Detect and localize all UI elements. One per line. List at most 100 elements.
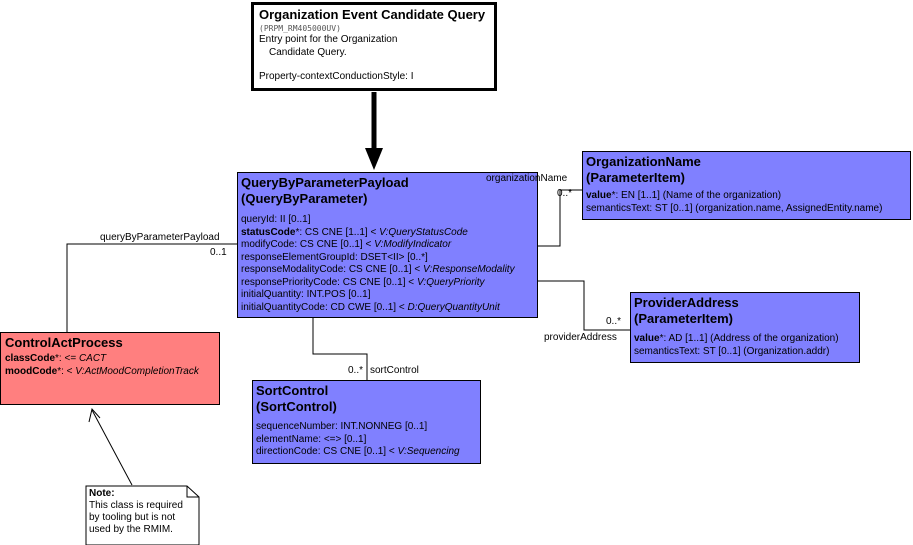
query-by-parameter-payload-class: QueryByParameterPayload (QueryByParamete…: [237, 172, 538, 318]
sort-attribute-1: elementName: <=> [0..1]: [256, 434, 477, 447]
payload-attribute-name: initialQuantityCode: [241, 301, 325, 313]
sort-title: SortControl: [256, 383, 329, 398]
sort-attribute-name: directionCode: [256, 446, 318, 457]
payload-title: QueryByParameterPayload: [241, 175, 409, 190]
payload-attribute-vocab: V:QueryPriority: [416, 276, 485, 288]
sort-attribute-type: : INT.NONNEG [0..1]: [334, 421, 428, 432]
provider-attribute-0: value*: AD [1..1] (Address of the organi…: [634, 333, 856, 346]
payload-attribute-vocab: V:QueryStatusCode: [379, 226, 468, 238]
provider-address-class: ProviderAddress (ParameterItem) value*: …: [630, 292, 860, 363]
qbpp-multiplicity: 0..1: [210, 247, 227, 258]
note-fold: [186, 486, 199, 498]
cap-attribute-vocab: V:ActMoodCompletionTrack: [75, 365, 199, 377]
note-line-3: used by the RMIM.: [89, 524, 173, 535]
org-name-attribute-type: *: EN [1..1] (Name of the organization): [611, 190, 782, 201]
payload-subtitle: (QueryByParameter): [241, 191, 368, 206]
entry-arrow-head: [365, 148, 383, 170]
note: Note: This class is required by tooling …: [89, 488, 194, 536]
organization-name-multiplicity: 0..*: [557, 188, 573, 199]
sort-attribute-type: : <=> [0..1]: [318, 433, 367, 445]
organization-name-label: organizationName: [486, 173, 568, 184]
payload-attribute-type: : CS CNE [0..1] <: [343, 264, 424, 275]
provider-attribute-type: *: AD [1..1] (Address of the organizatio…: [659, 333, 839, 344]
organization-name-class: OrganizationName (ParameterItem) value*:…: [582, 151, 911, 220]
payload-attribute-type: *: CS CNE [1..1] <: [295, 226, 380, 238]
sort-control-multiplicity: 0..*: [348, 365, 364, 376]
cap-attribute-vocab: CACT: [78, 353, 107, 364]
org-name-subtitle: (ParameterItem): [586, 170, 685, 185]
payload-attribute-6: initialQuantity: INT.POS [0..1]: [241, 289, 534, 302]
payload-attribute-type: : DSET<II> [0..*]: [354, 251, 428, 263]
provider-address-multiplicity: 0..*: [606, 316, 622, 327]
payload-attribute-type: : II [0..1]: [274, 214, 311, 225]
org-name-attribute-type: : ST [0..1] (organization.name, Assigned…: [649, 202, 883, 214]
note-arrow-head: [88, 407, 101, 423]
payload-attribute-name: responseModalityCode: [241, 264, 344, 275]
sort-attribute-type: : CS CNE [0..1] <: [317, 446, 398, 457]
provider-address-label: providerAddress: [544, 332, 617, 343]
qbpp-label: queryByParameterPayload: [100, 232, 220, 243]
provider-address-link: [538, 280, 630, 331]
org-name-attribute-name: semanticsText: [586, 202, 650, 214]
provider-attribute-name: semanticsText: [634, 345, 698, 357]
sort-attribute-0: sequenceNumber: INT.NONNEG [0..1]: [256, 421, 477, 434]
payload-attribute-name: modifyCode: [241, 239, 295, 250]
note-shape: [85, 485, 200, 545]
org-name-title: OrganizationName: [586, 154, 701, 169]
cap-title: ControlActProcess: [5, 335, 123, 350]
sort-control-link: [312, 318, 368, 380]
organization-name-link: [538, 189, 582, 247]
payload-attribute-name: responseElementGroupId: [241, 251, 355, 263]
entry-code: (PRPM_RM405000UV): [259, 24, 341, 33]
payload-attributes: queryId: II [0..1]statusCode*: CS CNE [1…: [241, 214, 534, 314]
provider-attribute-name: value: [634, 333, 660, 344]
org-name-attributes: value*: EN [1..1] (Name of the organizat…: [586, 190, 907, 215]
sort-subtitle: (SortControl): [256, 399, 337, 414]
cap-attribute-0: classCode*: <= CACT: [5, 353, 215, 366]
payload-attribute-vocab: V:ResponseModality: [423, 264, 515, 275]
provider-subtitle: (ParameterItem): [634, 311, 733, 326]
payload-attribute-0: queryId: II [0..1]: [241, 214, 534, 227]
payload-attribute-type: : CD CWE [0..1] <: [324, 301, 408, 313]
payload-attribute-type: : CS CNE [0..1] <: [294, 239, 375, 250]
org-name-attribute-0: value*: EN [1..1] (Name of the organizat…: [586, 190, 907, 203]
cap-attribute-name: classCode: [5, 353, 56, 364]
sort-control-label: sortControl: [370, 365, 419, 376]
payload-attribute-7: initialQuantityCode: CD CWE [0..1] < D:Q…: [241, 302, 534, 315]
payload-attribute-1: statusCode*: CS CNE [1..1] < V:QueryStat…: [241, 227, 534, 240]
payload-attribute-4: responseModalityCode: CS CNE [0..1] < V:…: [241, 264, 534, 277]
query-by-parameter-payload-link: [66, 243, 238, 333]
payload-attribute-type: : INT.POS [0..1]: [301, 289, 371, 300]
note-arrow-line: [91, 409, 133, 486]
note-line-1: This class is required: [89, 500, 183, 511]
payload-attribute-5: responsePriorityCode: CS CNE [0..1] < V:…: [241, 277, 534, 290]
provider-attributes: value*: AD [1..1] (Address of the organi…: [634, 333, 856, 358]
sort-attribute-name: sequenceNumber: [256, 421, 335, 432]
payload-attribute-name: initialQuantity: [241, 289, 302, 300]
payload-attribute-vocab: D:QueryQuantityUnit: [407, 301, 500, 313]
payload-attribute-name: statusCode: [241, 226, 296, 238]
provider-attribute-1: semanticsText: ST [0..1] (Organization.a…: [634, 346, 856, 359]
entry-point-box: Organization Event Candidate Query (PRPM…: [251, 2, 497, 91]
payload-attribute-type: : CS CNE [0..1] <: [337, 276, 417, 288]
provider-title: ProviderAddress: [634, 295, 739, 310]
note-heading: Note:: [89, 488, 115, 499]
cap-attribute-name: moodCode: [5, 365, 58, 377]
entry-title: Organization Event Candidate Query: [259, 7, 486, 22]
sort-attributes: sequenceNumber: INT.NONNEG [0..1]element…: [256, 421, 477, 459]
org-name-attribute-1: semanticsText: ST [0..1] (organization.n…: [586, 203, 907, 216]
entry-desc-line2: Candidate Query.: [269, 46, 347, 58]
org-name-attribute-name: value: [586, 190, 612, 201]
sort-attribute-2: directionCode: CS CNE [0..1] < V:Sequenc…: [256, 446, 477, 459]
note-line-2: by tooling but is not: [89, 512, 176, 523]
sort-attribute-vocab: V:Sequencing: [397, 446, 460, 457]
cap-attribute-1: moodCode*: < V:ActMoodCompletionTrack: [5, 366, 215, 379]
payload-attribute-name: responsePriorityCode: [241, 276, 338, 288]
payload-attribute-vocab: V:ModifyIndicator: [374, 239, 452, 250]
cap-attribute-type: *: <: [57, 365, 76, 377]
entry-property: Property-contextConductionStyle: I: [259, 71, 414, 82]
entry-desc-line1: Entry point for the Organization: [259, 34, 398, 45]
sort-control-class: SortControl (SortControl) sequenceNumber…: [252, 380, 481, 464]
